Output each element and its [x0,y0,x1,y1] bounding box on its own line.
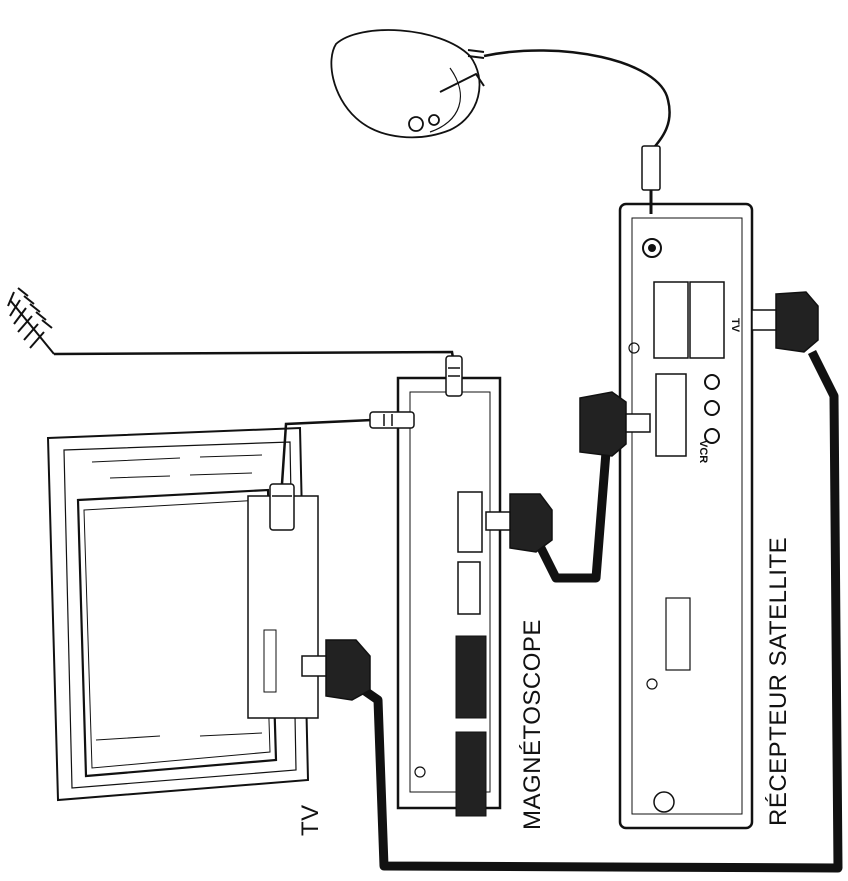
satellite-receiver-unit [618,202,754,830]
label-vcr: MAGNÉTOSCOPE [519,619,546,830]
label-tv: TV [297,804,324,836]
port-label-tv: TV [729,318,741,333]
antenna-icon [7,287,55,355]
port-label-vcr: VCR [697,440,709,463]
label-receiver: RÉCEPTEUR SATELLITE [765,537,792,826]
coax-plug-icon [269,145,661,531]
scart-plug-icon [301,291,819,701]
vcr-unit [396,376,502,817]
satellite-dish-icon [330,29,485,139]
